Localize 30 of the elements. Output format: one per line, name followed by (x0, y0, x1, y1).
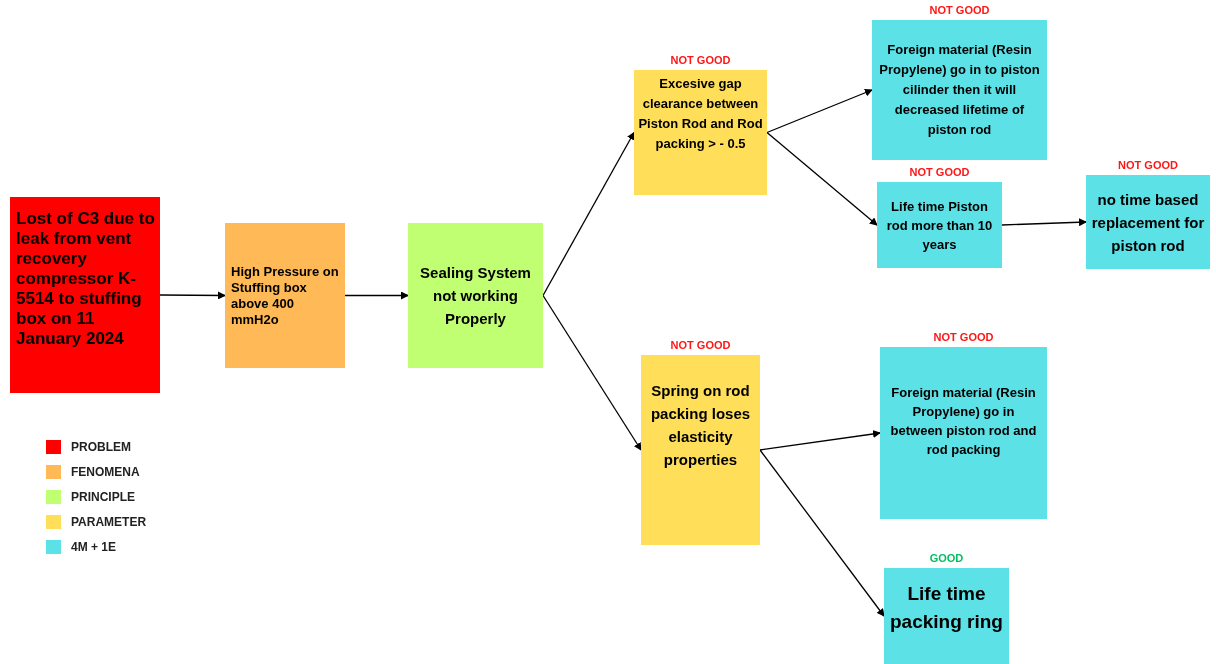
process-box: Life time Piston rod more than 10 years (877, 182, 1002, 268)
arrow (766, 88, 873, 134)
status-label: NOT GOOD (928, 4, 991, 17)
status-label: NOT GOOD (669, 54, 732, 67)
process-box: Lost of C3 due to leak from vent recovery compressor K-5514 to stuffing box on 11 January 2024 (10, 197, 160, 393)
process-box: Foreign material (Resin Propylene) go in to piston cilinder then it will decreased lifetime of piston rod (872, 20, 1047, 160)
arrow (759, 449, 885, 617)
process-box: no time based replacement for piston rod (1086, 175, 1210, 269)
status-label: NOT GOOD (1117, 159, 1179, 172)
legend-label: 4M + 1E (71, 539, 117, 555)
process-box: High Pressure on Stuffing box above 400 mmH2o (225, 223, 345, 368)
arrow (759, 430, 881, 451)
arrow (1001, 218, 1087, 227)
legend-label: PRINCIPLE (71, 489, 135, 505)
arrow (766, 131, 878, 226)
arrow (542, 294, 642, 451)
status-label: NOT GOOD (908, 166, 971, 179)
legend-label: PROBLEM (71, 439, 131, 455)
arrow (344, 291, 409, 300)
status-label: NOT GOOD (932, 331, 995, 344)
status-label: NOT GOOD (669, 339, 732, 352)
process-box: Sealing System not working Properly (408, 223, 543, 368)
process-box: Life time packing ring (884, 568, 1009, 664)
process-box: Foreign material (Resin Propylene) go in between piston rod and rod packing (880, 347, 1047, 519)
status-label: GOOD (928, 552, 965, 565)
legend-label: FENOMENA (71, 464, 140, 480)
process-box: Excesive gap clearance between Piston Rod and Rod packing > - 0.5 (634, 70, 767, 195)
arrow (159, 291, 226, 300)
legend-label: PARAMETER (71, 514, 147, 530)
process-box: Spring on rod packing loses elasticity properties (641, 355, 760, 545)
